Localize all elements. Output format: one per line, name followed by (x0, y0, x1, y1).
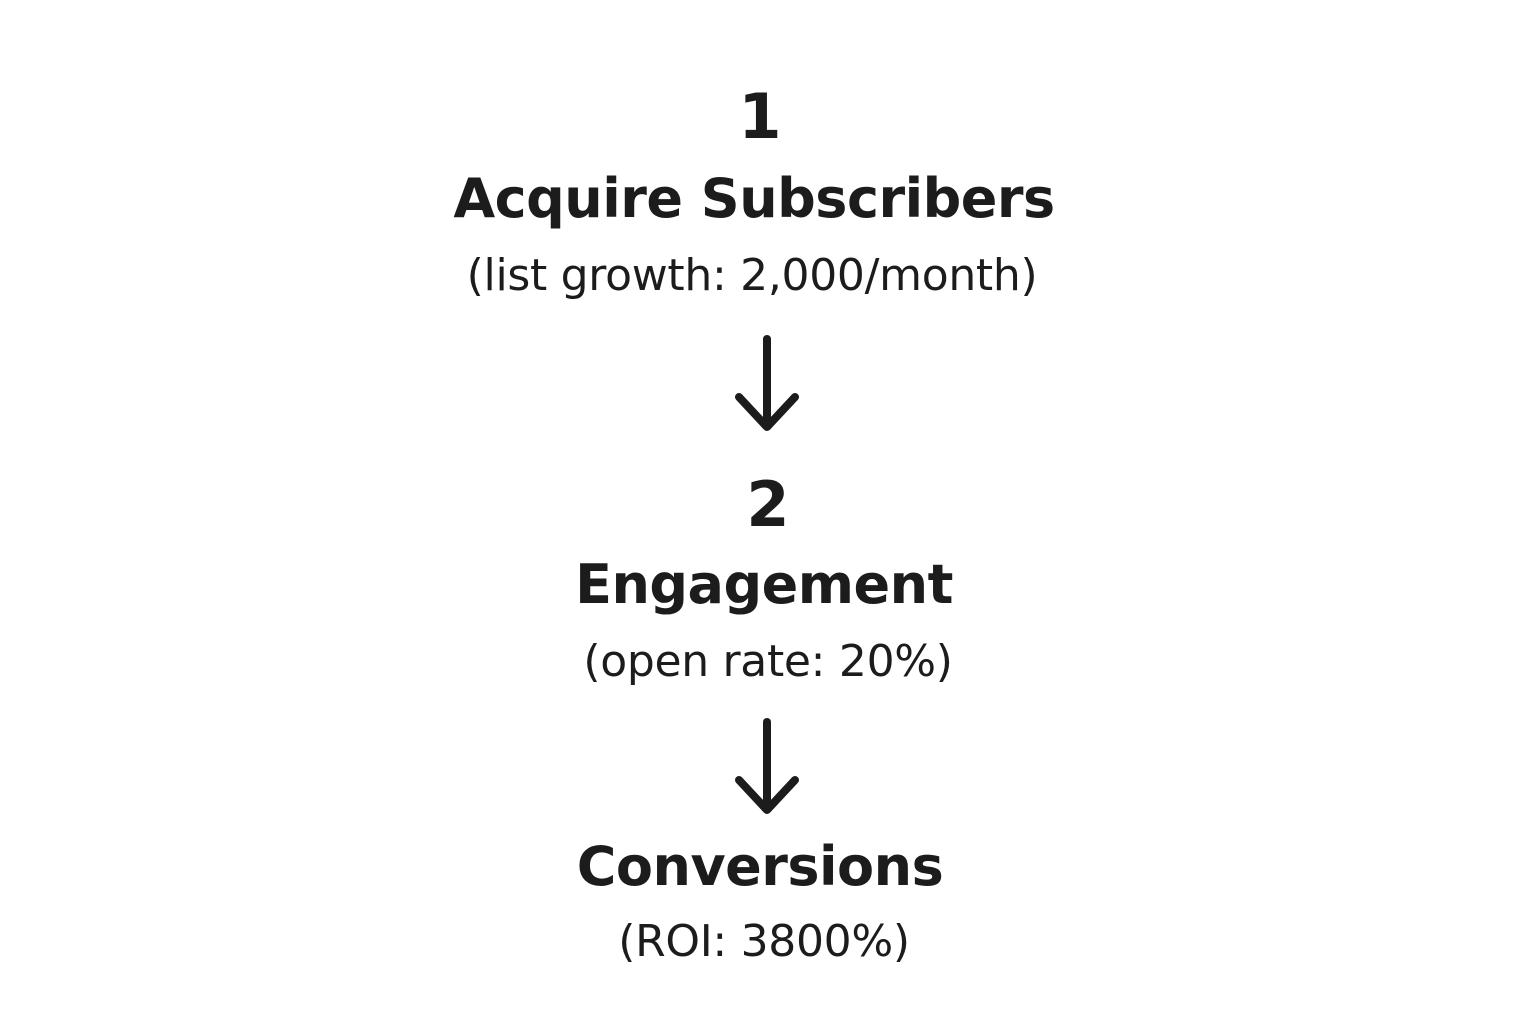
step-2-title: Engagement (575, 553, 953, 616)
step-1-title: Acquire Subscribers (453, 167, 1055, 230)
step-2-detail: (open rate: 20%) (583, 636, 953, 687)
step-3-detail: (ROI: 3800%) (618, 916, 910, 967)
step-1-number: 1 (738, 80, 782, 153)
step-3-title: Conversions (576, 835, 944, 898)
arrow-down-icon (727, 335, 807, 435)
step-2-number: 2 (746, 468, 790, 541)
step-1-detail: (list growth: 2,000/month) (466, 250, 1038, 301)
arrow-down-icon (727, 718, 807, 818)
